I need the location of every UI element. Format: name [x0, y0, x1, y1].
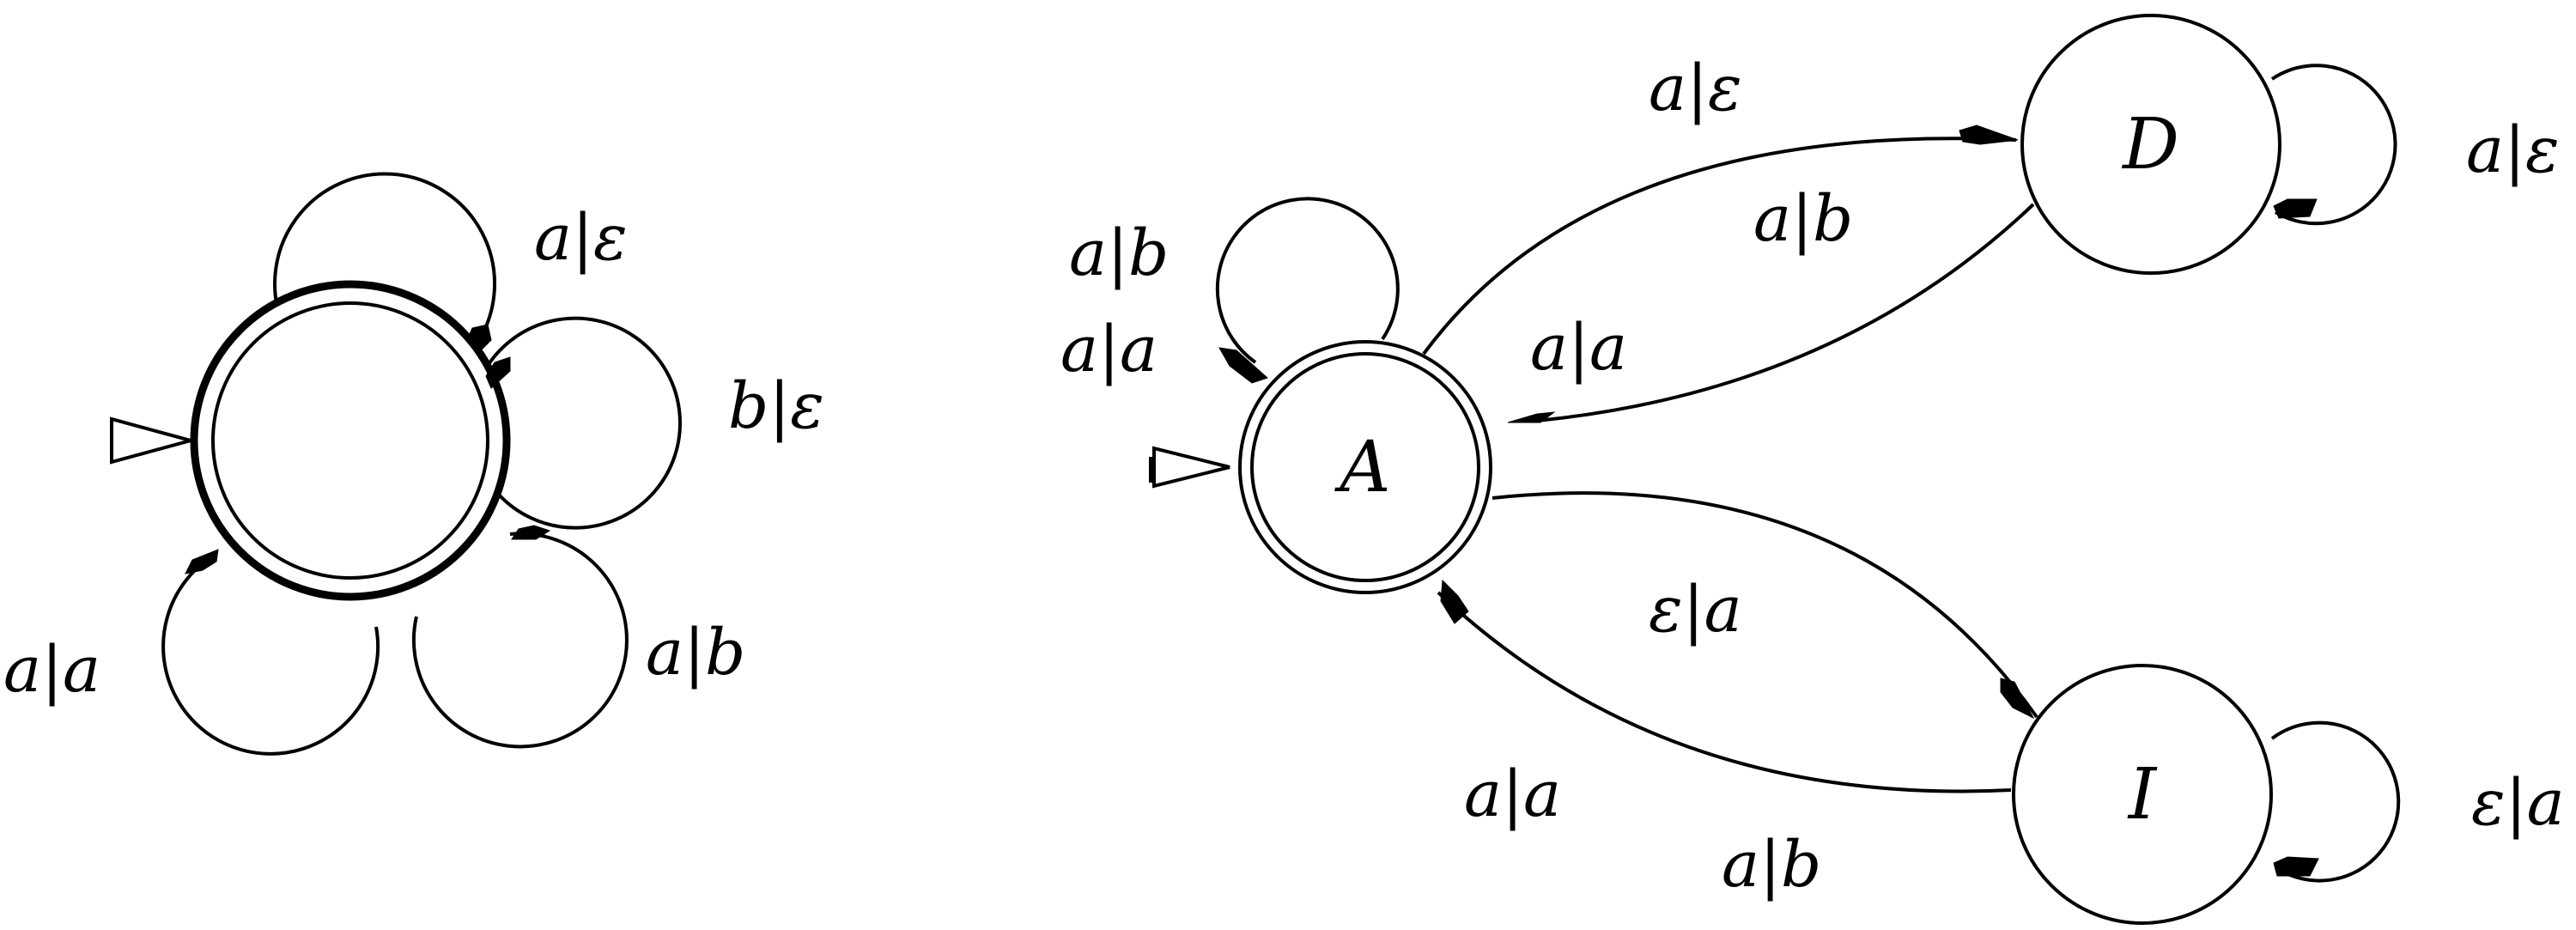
edge-I-to-A-label-lower: a|b: [1722, 828, 1821, 902]
edge-I-to-A-label-upper: a|a: [1464, 757, 1561, 831]
left-automaton: a|ε b|ε a|b a|a: [3, 172, 824, 756]
state-D-circle: [2020, 14, 2281, 275]
state-I-name: I: [2127, 754, 2158, 836]
edge-D-D-loop-arrowhead: [2273, 198, 2318, 219]
edge-D-to-A-arrowhead: [1507, 411, 1556, 423]
edge-I-to-A: [1437, 591, 2012, 793]
edge-I-I-loop-arrowhead: [2273, 856, 2319, 877]
left-loop-lower-right-edge: [411, 532, 629, 749]
state-D-name: D: [2121, 104, 2179, 185]
edge-A-A-loop: [1215, 197, 1400, 364]
left-loop-right-label: b|ε: [728, 369, 824, 443]
left-loop-top-edge: [273, 172, 496, 342]
edge-A-to-I: [1492, 491, 2038, 719]
edge-A-to-D: [1422, 137, 2017, 356]
edge-I-I-loop: [2270, 720, 2401, 883]
left-loop-right-edge: [482, 316, 682, 530]
state-A-inner-ring: [1250, 352, 1480, 582]
left-loop-lower-right-label: a|b: [646, 616, 745, 690]
left-loop-top-arrowhead: [466, 324, 492, 353]
left-loop-lower-right-arrowhead: [511, 525, 551, 540]
left-loop-lower-left-arrowhead: [185, 549, 219, 574]
left-start-marker: [110, 416, 197, 465]
edge-D-D-loop-label: a|ε: [2466, 113, 2560, 187]
edge-A-to-I-label: ε|a: [1649, 573, 1742, 647]
left-loop-lower-left-label: a|a: [3, 633, 100, 707]
edge-I-to-A-arrowhead: [1440, 579, 1469, 624]
state-A-start-marker: [1152, 446, 1230, 489]
edge-D-to-A-label-lower: a|a: [1530, 311, 1627, 385]
edge-I-I-loop-label: ε|a: [2471, 766, 2565, 840]
state-A-name: A: [1334, 427, 1390, 508]
edge-A-A-loop-label-lower: a|a: [1060, 313, 1157, 386]
left-loop-right-arrowhead: [485, 356, 511, 389]
edge-A-A-loop-arrowhead: [1218, 347, 1268, 384]
edge-D-to-A-label-upper: a|b: [1753, 182, 1853, 256]
right-automaton: A D I a|b a|a a|ε a|b a|a a|ε ε|a a|a a|…: [1060, 14, 2565, 925]
left-loop-lower-left-edge: [161, 555, 380, 756]
edge-A-to-D-label: a|ε: [1649, 52, 1742, 125]
left-loop-top-label: a|ε: [534, 201, 628, 275]
edge-D-D-loop: [2270, 64, 2397, 226]
edge-A-A-loop-label-upper: a|b: [1069, 216, 1169, 290]
edge-A-to-I-arrowhead: [2000, 678, 2035, 720]
edge-D-to-A: [1536, 203, 2035, 422]
edge-A-to-D-arrowhead: [1959, 125, 2019, 145]
left-state-inner-ring: [211, 301, 489, 580]
state-I-circle: [2012, 664, 2273, 925]
